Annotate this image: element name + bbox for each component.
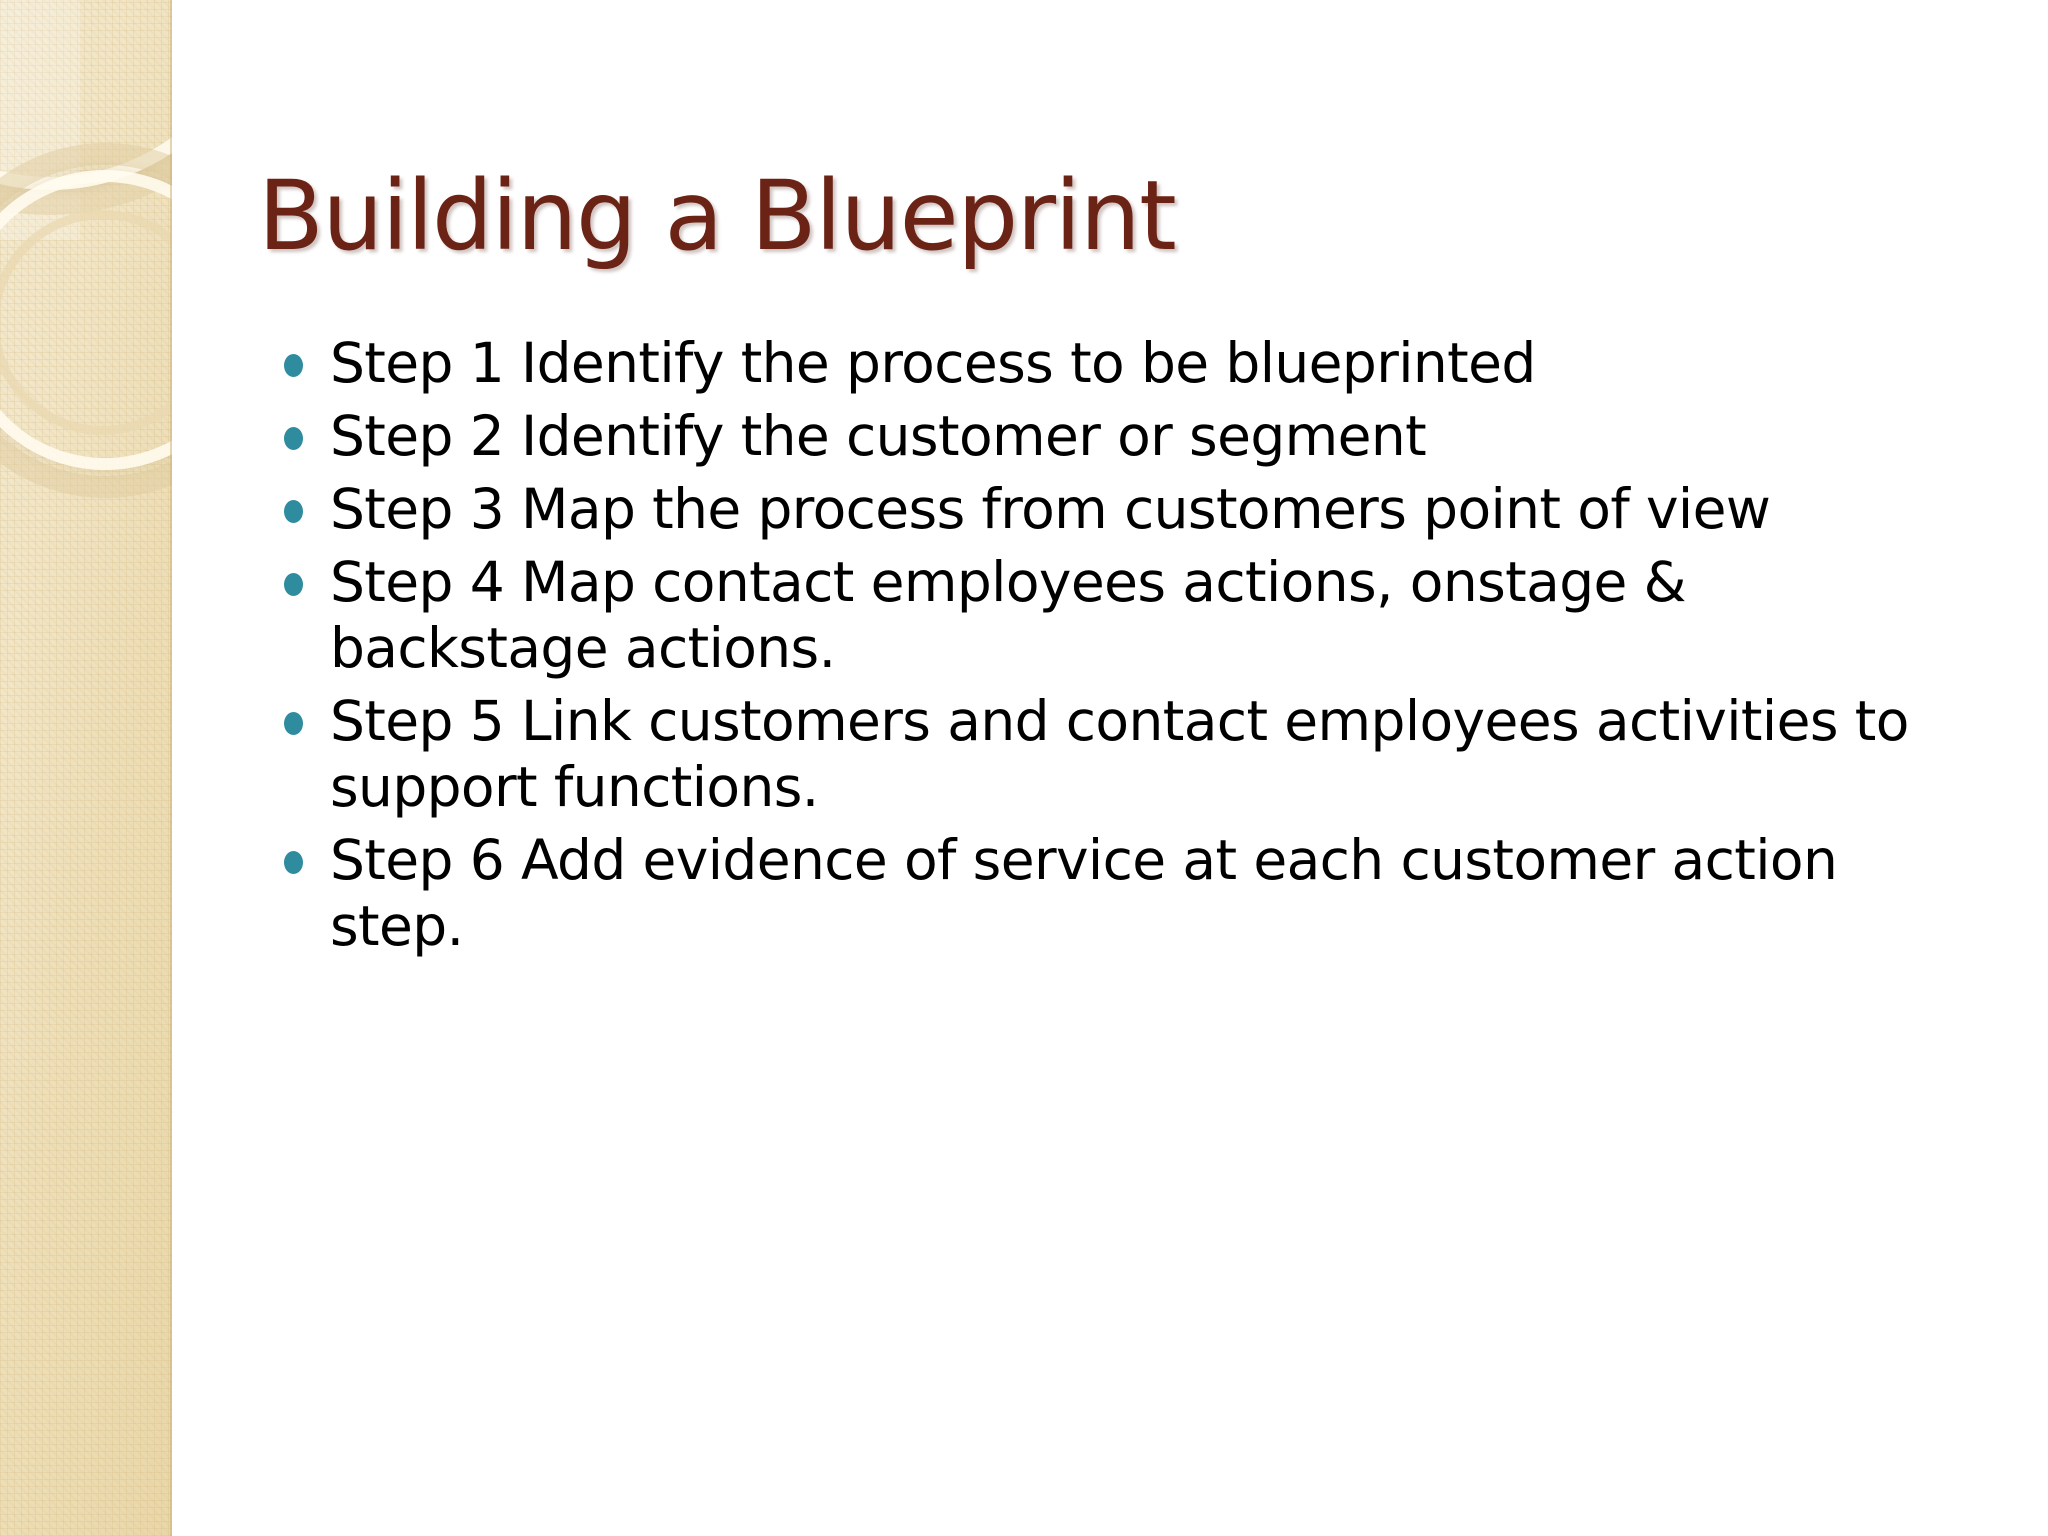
list-item: Step 1 Identify the process to be bluepr…	[268, 330, 1928, 396]
list-item: Step 4 Map contact employees actions, on…	[268, 549, 1928, 681]
list-item: Step 6 Add evidence of service at each c…	[268, 827, 1928, 959]
list-item: Step 2 Identify the customer or segment	[268, 403, 1928, 469]
bullet-dot-icon	[284, 851, 303, 874]
slide-title: Building a Blueprint	[258, 160, 1177, 273]
list-item-label: Step 3 Map the process from customers po…	[330, 477, 1771, 541]
bullet-dot-icon	[284, 427, 303, 450]
bullet-dot-icon	[284, 712, 303, 735]
circle-arc-inner-bottom-icon	[0, 210, 172, 435]
decorative-left-band	[0, 0, 172, 1536]
list-item-label: Step 5 Link customers and contact employ…	[330, 689, 1909, 819]
bullet-dot-icon	[284, 573, 303, 596]
band-edge-divider	[170, 0, 172, 1536]
bullet-dot-icon	[284, 354, 303, 377]
list-item-label: Step 4 Map contact employees actions, on…	[330, 550, 1687, 680]
list-item-label: Step 6 Add evidence of service at each c…	[330, 828, 1838, 958]
list-item-label: Step 1 Identify the process to be bluepr…	[330, 331, 1536, 395]
list-item: Step 3 Map the process from customers po…	[268, 476, 1928, 542]
bullet-list: Step 1 Identify the process to be bluepr…	[268, 330, 1928, 966]
bullet-dot-icon	[284, 500, 303, 523]
list-item: Step 5 Link customers and contact employ…	[268, 688, 1928, 820]
list-item-label: Step 2 Identify the customer or segment	[330, 404, 1427, 468]
